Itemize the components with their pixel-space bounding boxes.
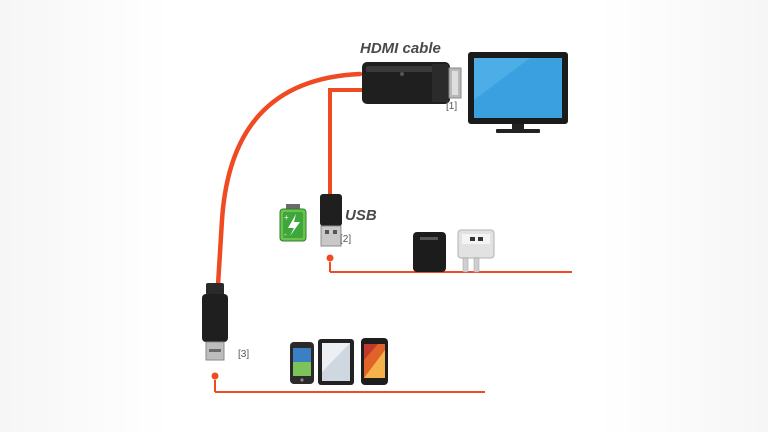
usb-wall-charger-icon xyxy=(457,229,495,273)
marker-2-label: [2] xyxy=(340,234,352,245)
marker-3-label: [3] xyxy=(238,349,250,360)
hdmi-cable-label: HDMI cable xyxy=(360,40,441,57)
usb-line-dot xyxy=(326,254,334,262)
tablet-icon xyxy=(318,339,354,385)
left-vignette xyxy=(0,0,170,432)
marker-1-label: [1] xyxy=(446,101,458,112)
micro-usb-connector xyxy=(202,283,228,361)
tv-monitor-icon xyxy=(468,52,568,133)
android-phone-icon xyxy=(361,338,388,385)
power-bank-icon xyxy=(413,232,446,272)
svg-text:+: + xyxy=(284,213,289,222)
svg-text:-: - xyxy=(284,230,287,239)
battery-charging-icon: + - xyxy=(279,204,307,242)
usb-branch-cable xyxy=(328,88,374,198)
usb-connector xyxy=(320,194,342,247)
main-cable xyxy=(215,71,363,288)
device-line-dot xyxy=(211,372,219,380)
right-vignette xyxy=(598,0,768,432)
usb-label: USB xyxy=(345,207,377,224)
hdmi-connector xyxy=(362,62,462,104)
smartphone-icon xyxy=(290,342,314,384)
